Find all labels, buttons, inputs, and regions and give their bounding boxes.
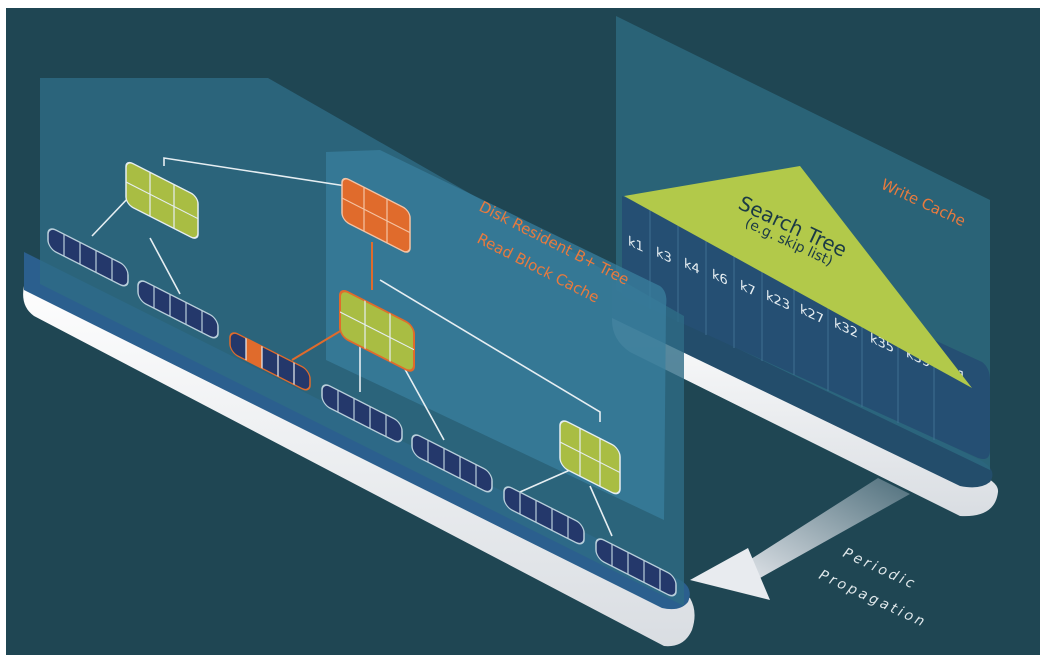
key-label: k6 [712, 267, 728, 290]
arrow-shaft [740, 478, 910, 578]
write-cache-panel: k1 k3 k4 k6 k7 k23 k27 k32 k35 k39 k41 S… [612, 16, 999, 517]
btree-panel: Disk Resident B+ Tree Read Block Cache [23, 78, 695, 647]
leaf-block [411, 434, 493, 493]
inner-node-root-left [125, 161, 199, 239]
leaf-block-cached [229, 332, 311, 391]
leaf-block [503, 486, 585, 545]
search-tree-triangle [624, 166, 972, 388]
leaf-block [47, 228, 129, 287]
key-label: k3 [656, 245, 672, 268]
inner-node-cached-root [341, 177, 411, 253]
leaf-block [137, 280, 219, 339]
inner-node-cached [339, 289, 415, 372]
tree-connectors [91, 157, 613, 537]
arrow-head [690, 548, 770, 600]
key-dividers [649, 210, 935, 440]
key-label: k7 [740, 278, 756, 301]
inner-node-right [559, 420, 621, 495]
read-block-cache-plane [326, 150, 667, 520]
leaf-block [595, 538, 677, 597]
leaf-block [321, 384, 403, 443]
key-label: k4 [684, 256, 700, 279]
key-label: k1 [628, 233, 644, 256]
cache-connectors [291, 242, 373, 361]
